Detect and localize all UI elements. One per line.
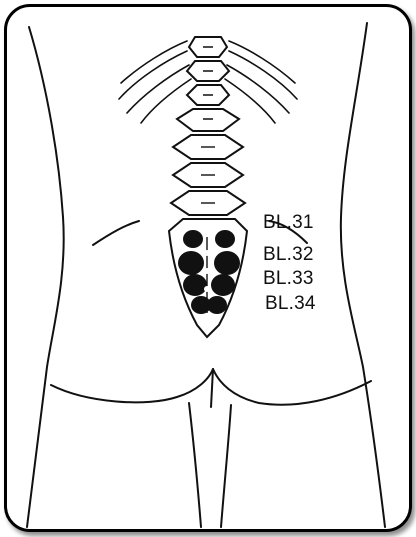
label-bl32: BL.32 [263,245,314,264]
label-bl31: BL.31 [263,213,314,232]
label-bl33: BL.33 [263,269,314,288]
point-bl31-left [183,230,203,248]
right-buttock-curve [213,369,371,405]
gluteal-cleft [211,369,213,407]
point-bl32-left [178,251,204,275]
sacrum [169,219,247,337]
point-bl32-right [214,251,240,275]
label-bl34: BL.34 [265,294,316,313]
right-inner-thigh [221,405,231,527]
left-inner-thigh [189,403,201,527]
point-bl33-left [183,274,207,296]
left-body-contour [27,27,64,527]
point-bl33-right [211,274,235,296]
right-body-contour [341,23,385,527]
back-illustration [7,7,409,529]
point-bl31-right [215,230,235,248]
vertebral-column [169,37,247,337]
left-waist-crease [93,221,139,245]
figure-frame: BL.31 BL.32 BL.33 BL.34 [4,4,412,532]
point-bl34-right [207,296,227,314]
left-buttock-curve [51,369,213,402]
